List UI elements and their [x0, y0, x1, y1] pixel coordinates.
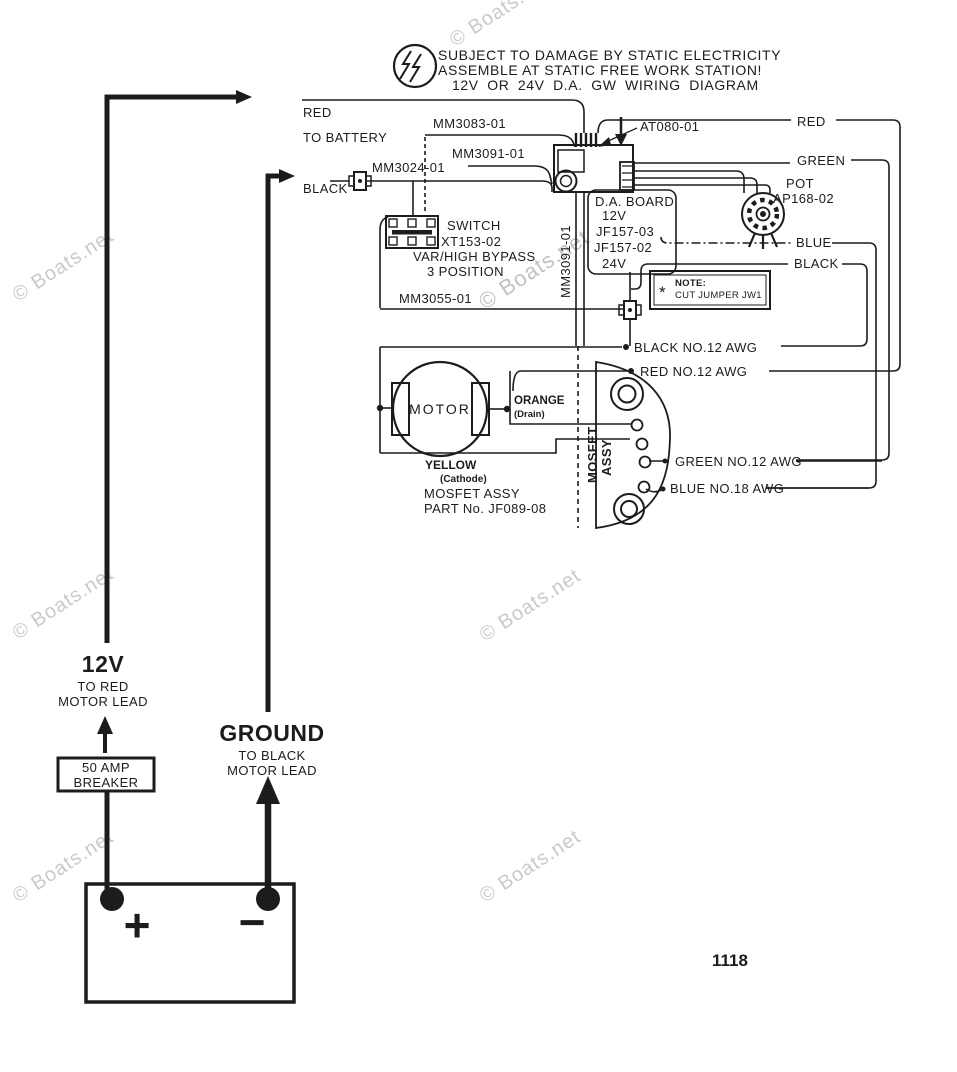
mosfet-vertical-line1: MOSFET: [585, 426, 600, 483]
breaker-line1: 50 AMP: [82, 760, 130, 775]
yellow-wire-label: YELLOW: [425, 458, 477, 472]
black-wire-label: BLACK: [303, 181, 348, 196]
to-battery-label: TO BATTERY: [303, 130, 387, 145]
awg-black-label: BLACK NO.12 AWG: [634, 340, 757, 355]
orange-wire-sublabel: (Drain): [514, 409, 545, 420]
ground-sub2: MOTOR LEAD: [227, 763, 317, 778]
switch-title: SWITCH: [447, 218, 501, 233]
watermark-text: © Boats.net: [476, 565, 585, 647]
board-part-24v: JF157-02: [594, 240, 652, 255]
12v-sub1: TO RED: [77, 679, 128, 694]
static-warning-icon: [392, 43, 438, 89]
connector-mm3055-icon: [618, 300, 642, 320]
battery-lead-black: [265, 169, 295, 712]
board-text-box: [587, 189, 677, 275]
motor-symbol: [391, 360, 490, 458]
housing-outline: [379, 216, 389, 308]
note-asterisk: *: [659, 283, 666, 302]
part-at080: AT080-01: [640, 119, 699, 134]
wire-blue-label: BLUE: [796, 235, 832, 250]
ground-up-arrow: [256, 776, 280, 894]
red-wire-label: RED: [303, 105, 332, 120]
mosfet-vertical-line2: ASSY: [599, 439, 614, 476]
12v-sub2: MOTOR LEAD: [58, 694, 148, 709]
mosfet-assembly-symbol: [595, 360, 671, 530]
da-board-symbol: [553, 133, 635, 193]
watermark-text: © Boats.net: [476, 826, 585, 908]
part-mm3055: MM3055-01: [399, 291, 472, 306]
switch-part: XT153-02: [441, 234, 501, 249]
part-mm3091-vertical: MM3091-01: [558, 225, 573, 298]
ground-sub1: TO BLACK: [238, 748, 305, 763]
awg-red-label: RED NO.12 AWG: [640, 364, 747, 379]
battery-positive-terminal: [100, 887, 124, 911]
switch-symbol: [385, 215, 439, 249]
pot-name: POT: [786, 176, 814, 191]
warning-line1: SUBJECT TO DAMAGE BY STATIC ELECTRICITY: [438, 47, 781, 63]
mosfet-part-label: PART No. JF089-08: [424, 501, 546, 516]
motor-block-wires: [376, 346, 631, 528]
orange-wire-label: ORANGE: [514, 395, 565, 407]
wire-green-label: GREEN: [797, 153, 845, 168]
part-mm3083: MM3083-01: [433, 116, 506, 131]
ground-title: GROUND: [219, 720, 324, 746]
switch-positions: 3 POSITION: [427, 264, 504, 279]
breaker-line2: BREAKER: [74, 775, 139, 790]
12v-title: 12V: [82, 651, 125, 677]
watermark-text: © Boats.net: [9, 563, 118, 645]
wire-black-label: BLACK: [794, 256, 839, 271]
board-24v: 24V: [602, 256, 626, 271]
yellow-wire-sublabel: (Cathode): [440, 474, 487, 485]
battery-plus-sign: +: [124, 899, 151, 951]
battery-lead-red: [104, 90, 252, 643]
pot-part: AP168-02: [773, 191, 834, 206]
battery-negative-terminal: [256, 887, 280, 911]
awg-wires: [380, 344, 882, 493]
pot-symbol: [741, 192, 785, 249]
awg-green-label: GREEN NO.12 AWG: [675, 454, 802, 469]
watermark-text: © Boats.net: [446, 0, 555, 51]
harness-wires: [302, 99, 631, 346]
page-number: 1118: [712, 951, 748, 970]
warning-line2: ASSEMBLE AT STATIC FREE WORK STATION!: [438, 62, 762, 78]
12v-up-arrow: [97, 716, 113, 753]
note-title: NOTE:: [675, 278, 706, 289]
battery-symbol: [84, 882, 296, 1004]
part-mm3091: MM3091-01: [452, 146, 525, 161]
connector-mm3024-icon: [348, 171, 372, 191]
motor-label: MOTOR: [409, 401, 471, 417]
board-name: D.A. BOARD: [595, 194, 674, 209]
battery-minus-sign: −: [239, 896, 266, 948]
switch-mode: VAR/HIGH BYPASS: [413, 249, 536, 264]
note-body: CUT JUMPER JW1: [675, 290, 762, 301]
wire-red-label: RED: [797, 114, 826, 129]
part-mm3024: MM3024-01: [372, 160, 445, 175]
board-part-12v: JF157-03: [596, 224, 654, 239]
board-12v: 12V: [602, 208, 626, 223]
awg-blue-label: BLUE NO.18 AWG: [670, 481, 784, 496]
right-routing-wires: [631, 119, 901, 489]
watermark-text: © Boats.net: [9, 225, 118, 307]
pot-wires: [597, 119, 791, 193]
note-box: [649, 270, 771, 310]
diagram-title: 12V OR 24V D.A. GW WIRING DIAGRAM: [452, 77, 759, 93]
mosfet-assy-label: MOSFET ASSY: [424, 486, 520, 501]
